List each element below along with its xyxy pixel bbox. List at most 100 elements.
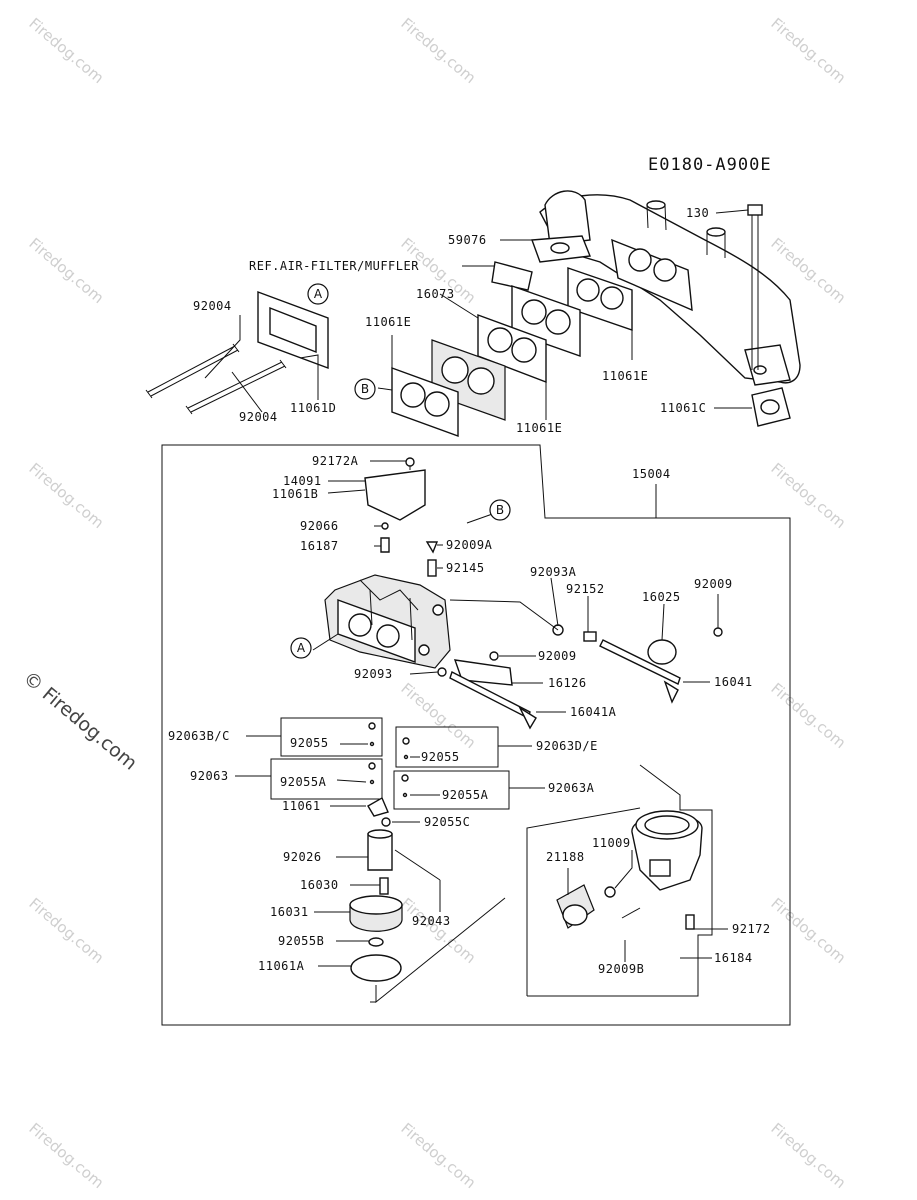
part-label: 11061	[282, 799, 321, 813]
part-label: 16126	[548, 676, 587, 690]
part-label: 92004	[239, 410, 278, 424]
gasket-11061e-left	[391, 367, 459, 437]
watermark: Firedog.com	[767, 459, 849, 532]
callout-letter: B	[496, 503, 504, 517]
valve-16025	[647, 639, 677, 665]
oring-92066	[381, 522, 389, 530]
watermark: Firedog.com	[25, 894, 107, 967]
part-label: 11061A	[258, 959, 305, 973]
washer-11009	[604, 886, 616, 898]
watermark: Firedog.com	[767, 1119, 849, 1192]
intake-manifold-drawing	[531, 190, 801, 386]
side-watermark: © Firedog.com	[19, 667, 141, 775]
part-label: 11061E	[602, 369, 648, 383]
part-label: 92055B	[278, 934, 324, 948]
part-label: 11061E	[516, 421, 562, 435]
part-label: 92063	[190, 769, 229, 783]
part-label: 11061B	[272, 487, 318, 501]
jet-box-92063a	[393, 770, 510, 810]
part-label: 92063B/C	[168, 729, 230, 743]
choke-body	[556, 810, 703, 930]
part-label: 16184	[714, 951, 753, 965]
watermark: Firedog.com	[25, 459, 107, 532]
part-label: 16187	[300, 539, 339, 553]
part-label: 92026	[283, 850, 322, 864]
part-label: 92055	[421, 750, 460, 764]
part-label: 92093	[354, 667, 393, 681]
callout-letter: A	[297, 641, 306, 655]
part-label: 16041A	[570, 705, 617, 719]
spring-92152	[583, 631, 597, 642]
part-label: 92004	[193, 299, 232, 313]
part-label: 130	[686, 206, 709, 220]
ref-note: REF.AIR-FILTER/MUFFLER	[249, 259, 419, 273]
watermark: Firedog.com	[767, 894, 849, 967]
jet-box-92063de	[395, 726, 499, 768]
part-label: 92055C	[424, 815, 470, 829]
part-label: 59076	[448, 233, 487, 247]
part-label: 16030	[300, 878, 339, 892]
watermark: Firedog.com	[767, 679, 849, 752]
part-label: 92055	[290, 736, 329, 750]
callout-a-mid: A	[290, 637, 312, 659]
jet-box-92063	[270, 758, 383, 800]
part-label: 92152	[566, 582, 605, 596]
part-label: 92055A	[442, 788, 489, 802]
shaft-16041	[599, 639, 681, 685]
watermark: Firedog.com	[25, 1119, 107, 1192]
part-label: 16025	[642, 590, 681, 604]
plate-14091	[364, 469, 426, 521]
watermark: Firedog.com	[25, 14, 107, 87]
watermark: Firedog.com	[397, 1119, 479, 1192]
part-label: 92055A	[280, 775, 327, 789]
part-label: 92172A	[312, 454, 359, 468]
ref-plate	[491, 261, 533, 291]
sub-frame-16184	[526, 764, 713, 997]
part-label: 16073	[416, 287, 455, 301]
part-label: 21188	[546, 850, 585, 864]
callout-letter: B	[361, 382, 369, 396]
gasket-11061e-center	[477, 313, 547, 384]
part-label: 11061E	[365, 315, 411, 329]
part-label: 92063D/E	[536, 739, 598, 753]
part-label: 92009B	[598, 962, 644, 976]
watermark: Firedog.com	[767, 14, 849, 87]
washer-92093	[437, 667, 447, 677]
assembly-leaders	[235, 460, 728, 967]
diagram-code: E0180-A900E	[648, 155, 772, 175]
watermark: Firedog.com	[397, 14, 479, 87]
plate-16126	[453, 659, 513, 686]
part-label: 92063A	[548, 781, 595, 795]
gasket-11061d	[257, 290, 329, 370]
callout-b-top: B	[354, 378, 376, 400]
part-label: 92009A	[446, 538, 493, 552]
part-label: 11009	[592, 836, 631, 850]
float-assembly	[349, 797, 441, 982]
part-labels: 130 59076 REF.AIR-FILTER/MUFFLER 16073 9…	[168, 206, 771, 976]
assembly-frame	[161, 444, 791, 1026]
part-label: 92093A	[530, 565, 577, 579]
callout-letter: A	[314, 287, 323, 301]
watermark: Firedog.com	[397, 894, 479, 967]
callout-a-top: A	[307, 283, 329, 305]
screw-16187	[380, 537, 390, 553]
spring-92145	[427, 559, 437, 577]
part-label: 92145	[446, 561, 485, 575]
part-label: 11061D	[290, 401, 336, 415]
studs-92004	[145, 343, 287, 415]
part-label: 92066	[300, 519, 339, 533]
bolt-130	[747, 204, 763, 370]
part-label: 92009	[538, 649, 577, 663]
part-label: 15004	[632, 467, 671, 481]
part-label: 14091	[283, 474, 322, 488]
part-label: 92043	[412, 914, 451, 928]
part-label: 11061C	[660, 401, 706, 415]
carburetor-body	[324, 574, 451, 669]
screw-92009a	[425, 541, 439, 554]
part-label: 92172	[732, 922, 771, 936]
jet-box-92063bc	[280, 717, 383, 757]
part-label: 16031	[270, 905, 309, 919]
spacer-16073	[511, 285, 581, 357]
callout-b-mid: B	[489, 499, 511, 521]
